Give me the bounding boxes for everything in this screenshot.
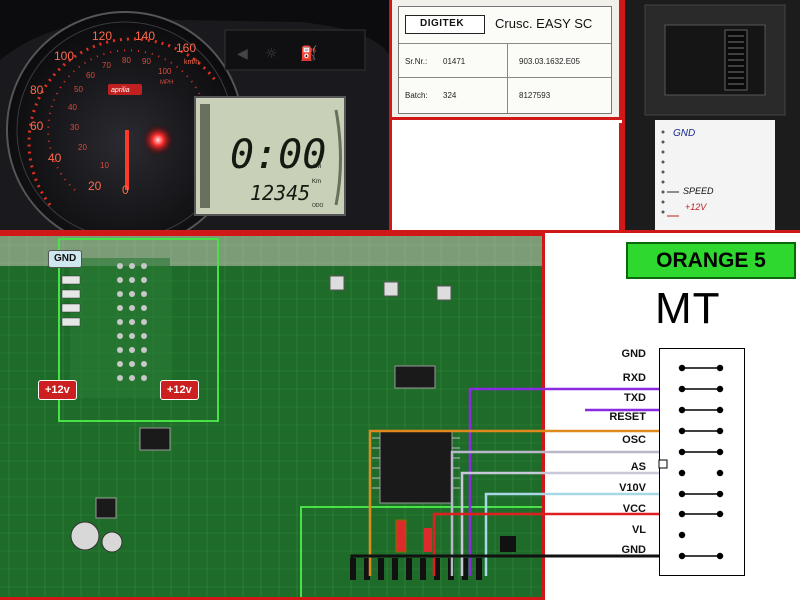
batch-label: Batch: [405,91,428,100]
ic-chip [139,427,171,451]
label-code: 8127593 [519,91,551,100]
dashboard-photo: 20 40 60 80 100 120 140 160 km/h 10 20 3… [0,0,392,233]
ecu-label-photo: DIGITEK Crusc. EASY SC Sr.Nr.: 01471 903… [392,0,622,120]
lcd-odometer: 12345 [250,181,310,205]
v12-tag-right: +12v [160,380,199,400]
label-logo: DIGITEK [405,15,485,34]
speed-tick: 100 [54,49,74,63]
pin-label-reset: RESET [609,411,646,423]
mt-label: MT [655,284,721,333]
speed-tick: 140 [135,29,155,43]
pin-label-osc: OSC [622,434,646,446]
mph-tick: 80 [122,56,131,65]
speed-tick: 40 [48,151,62,165]
wire-gnd [350,554,680,576]
wire-osc [368,429,680,576]
serial-value: 01471 [443,57,466,66]
note-12v: +12V [685,202,707,212]
mph-tick: 10 [100,161,109,170]
note-gnd: GND [673,128,696,139]
mph-tick: 50 [74,85,83,94]
lcd-odo-label: ODO [312,203,324,209]
mph-tick: 60 [86,71,95,80]
label-product: Crusc. EASY SC [495,16,593,31]
programmer-title: ORANGE 5 [626,242,796,279]
speed-tick: 120 [92,29,112,43]
pin-key-notch [658,459,668,469]
capacitor [101,531,123,553]
connector-graphic [644,4,786,116]
programming-pad-area [58,238,219,422]
pin-label-v10v: V10V [619,482,646,494]
brand-text: aprilia [111,87,130,94]
ic-chip [95,497,117,519]
speed-tick: 160 [176,41,196,55]
brand-badge [108,84,142,95]
mph-unit: MPH [160,80,173,86]
label-brand: DIGITEK [420,18,465,29]
serial-label: Sr.Nr.: [405,57,428,66]
lcd-screen [194,96,346,216]
fuel-icon: ⛽ [300,45,317,62]
ecu-label: DIGITEK Crusc. EASY SC Sr.Nr.: 01471 903… [398,6,612,114]
mph-tick: 90 [142,57,151,66]
turn-signal-icon: ◀ [237,46,248,62]
connector-pad-area [300,506,542,597]
headlight-icon: ☼ [265,46,278,62]
pin-label-gnd: GND [621,348,646,360]
speed-tick: 80 [30,83,44,97]
pin-label-rxd: RXD [622,372,646,384]
pin-label-vl: VL [631,524,646,536]
mph-tick: 100 [158,67,172,76]
pin-label-vcc: VCC [622,503,646,515]
zero-tick: 0 [122,183,129,197]
lcd-am: AM [312,164,321,170]
connector-pin-note: GND SPEED +12V [655,120,775,230]
pcb-photo: GND +12v +12v [0,233,545,600]
pin-label-txd: TXD [624,392,646,404]
wire-as [450,450,680,576]
v12-tag-left: +12v [38,380,77,400]
note-speed: SPEED [683,186,714,196]
mph-tick: 20 [78,143,87,152]
pin-label-gnd-2: GND [621,544,646,556]
mph-tick: 30 [70,123,79,132]
lcd-km: Km [312,179,321,185]
blank-area [392,123,622,233]
speed-tick: 20 [88,179,102,193]
lcd-time: 0:00 [230,132,326,178]
wire-vcc [484,492,680,576]
batch-value: 324 [443,91,457,100]
mph-tick: 40 [68,103,77,112]
kmh-unit: km/h [184,59,199,66]
warning-light-icon [142,124,174,156]
programmer-connector [659,348,745,576]
speed-tick: 60 [30,119,44,133]
mph-tick: 70 [102,61,111,70]
pin-label-as: AS [630,461,646,473]
part-number: 903.03.1632.E05 [519,57,580,66]
connector-photo: GND SPEED +12V [622,0,800,233]
capacitor [70,521,100,551]
ic-chip [394,365,436,389]
gnd-tag: GND [48,250,83,268]
dashboard-graphic: 20 40 60 80 100 120 140 160 km/h 10 20 3… [0,11,389,230]
wire-v10v [460,471,680,576]
